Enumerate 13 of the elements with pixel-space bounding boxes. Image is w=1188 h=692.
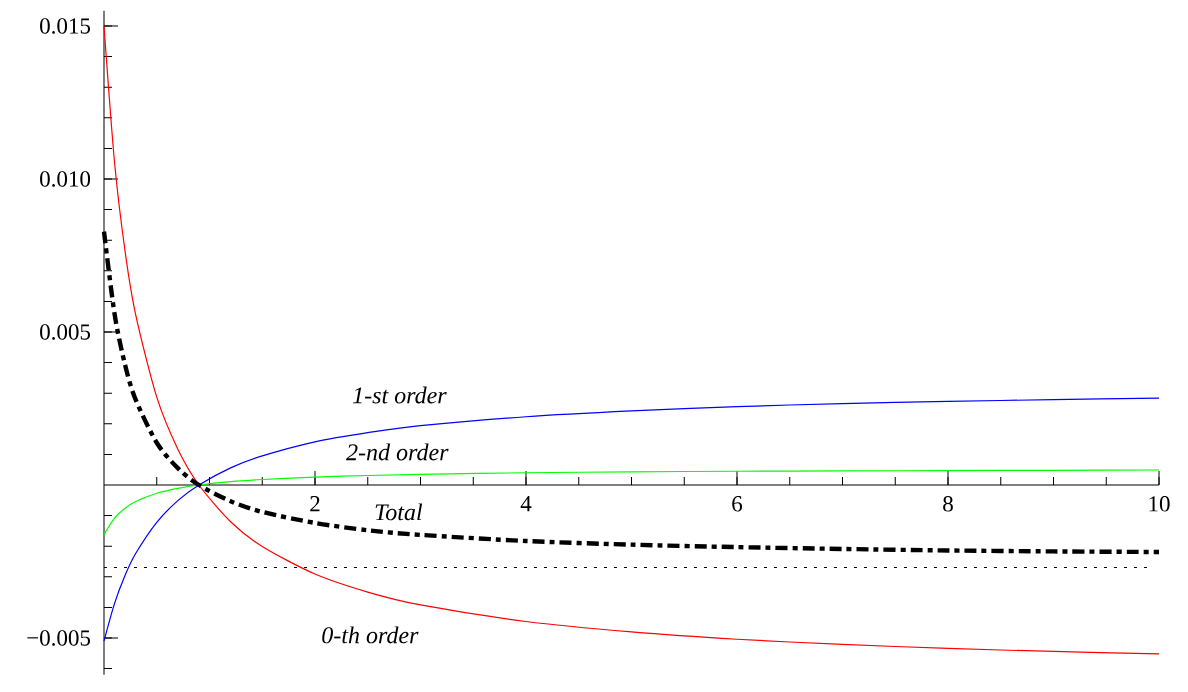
y-tick-label: −0.005 [27,630,91,646]
x-tick-label: 10 [1149,496,1170,512]
x-tick-label: 2 [310,496,320,512]
x-tick-label: 8 [943,496,953,512]
y-tick-label: 0.015 [40,18,91,34]
curve-label: 0-th order [319,624,421,646]
y-tick-label: 0.010 [40,171,91,187]
x-tick-label: 4 [520,496,532,512]
x-tick-label: 6 [732,496,743,512]
y-tick-label: 0.005 [40,324,91,340]
curve-label: 2-nd order [344,441,451,463]
curve-label: 1-st order [350,384,449,406]
curve-label: Total [372,501,425,523]
